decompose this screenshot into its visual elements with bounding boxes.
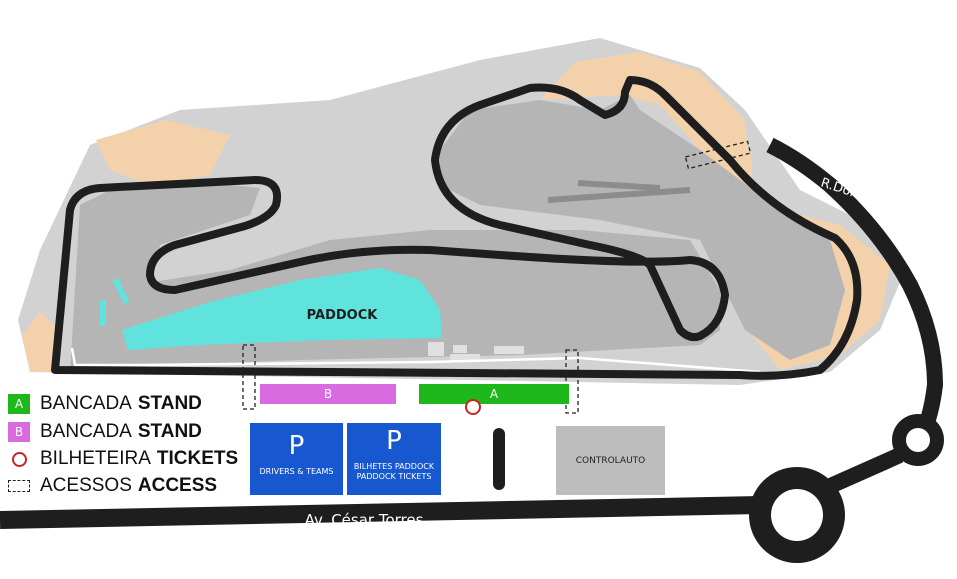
legend-tickets-icon [8, 449, 30, 469]
access-gate-west [242, 344, 256, 410]
legend-stand-a-text: BANCADA [40, 393, 132, 414]
stand-a: A [419, 384, 569, 404]
legend-tickets-strong: TICKETS [156, 448, 239, 469]
pit-box-1 [428, 342, 444, 356]
pit-building [547, 180, 691, 203]
sand-area-southwest [22, 312, 60, 372]
paddock-label: PADDOCK [307, 308, 379, 323]
controlauto-label: CONTROLAUTO [575, 455, 646, 466]
paddock-area [122, 268, 442, 350]
pit-box-4 [494, 346, 524, 354]
legend-stand-b-strong: STAND [137, 421, 202, 442]
pit-lane [70, 347, 761, 374]
roundabout-large-inner [771, 489, 823, 541]
parking-icon: P [386, 426, 402, 456]
parking-drivers-label: DRIVERS & TEAMS [259, 467, 334, 476]
controlauto-box: CONTROLAUTO [556, 426, 665, 495]
stand-b: B [260, 384, 396, 404]
legend-access-icon [8, 476, 30, 496]
parking-tickets-line2: PADDOCK TICKETS [356, 472, 432, 481]
road-bottom-label: Av. César Torres [305, 511, 424, 529]
legend-access-strong: ACCESS [137, 475, 218, 496]
stand-b-label: B [323, 387, 333, 401]
road-bottom [0, 496, 761, 529]
legend-stand-b-text: BANCADA [40, 421, 132, 442]
road-right [766, 137, 944, 445]
pit-box-2 [453, 345, 467, 353]
legend-tickets-text: BILHETEIRA [40, 448, 151, 469]
legend-access: ACESSOS ACCESS [8, 474, 217, 498]
pit-box-3 [450, 354, 480, 361]
legend-stand-b: B BANCADA STAND [8, 420, 202, 444]
parking-drivers-teams: P DRIVERS & TEAMS [250, 423, 343, 495]
access-gate-north [684, 140, 752, 170]
sand-area-north [540, 52, 750, 165]
paddock-strip-2 [100, 300, 106, 326]
legend-tickets: BILHETEIRA TICKETS [8, 447, 238, 471]
infield-north [440, 95, 845, 360]
legend-stand-b-swatch: B [8, 422, 30, 442]
legend-access-text: ACESSOS [40, 475, 132, 496]
legend-stand-a-strong: STAND [137, 393, 202, 414]
parking-paddock-tickets: P BILHETES PADDOCK PADDOCK TICKETS [347, 423, 441, 495]
stand-a-label: A [489, 387, 499, 401]
barrier-bar [493, 428, 505, 490]
parking-icon: P [288, 431, 305, 461]
access-gate-east [565, 349, 579, 414]
roundabout-small-inner [906, 428, 930, 452]
legend-stand-a-swatch: A [8, 394, 30, 414]
sand-area-west [96, 120, 230, 185]
ticket-office-marker [465, 399, 481, 415]
paddock-strip-1 [112, 277, 130, 305]
legend-stand-a: A BANCADA STAND [8, 392, 202, 416]
parking-tickets-line1: BILHETES PADDOCK [353, 462, 435, 471]
race-track [51, 76, 862, 380]
